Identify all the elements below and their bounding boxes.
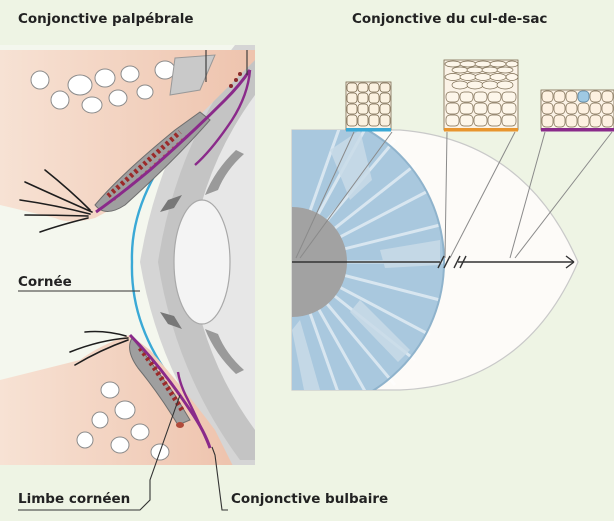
- epithelium-tile-blue: [345, 81, 392, 132]
- label-fornix-conjunctiva: Conjonctive du cul-de-sac: [352, 11, 547, 27]
- epithelium-tile-orange: [443, 59, 519, 132]
- goblet-cell: [577, 90, 590, 103]
- pupil: [292, 207, 347, 317]
- frontal-eye: [291, 59, 614, 391]
- label-palpebral-conjunctiva: Conjonctive palpébrale: [18, 11, 193, 27]
- axis-break-marks: [437, 255, 467, 269]
- lower-eyelid: [0, 330, 233, 465]
- label-limbus: Limbe cornéen: [18, 491, 130, 507]
- label-cornea: Cornée: [18, 274, 72, 290]
- lens: [173, 199, 231, 325]
- callout-lines: [295, 131, 613, 259]
- leader-lines-left: [18, 50, 248, 511]
- epithelium-tile-purple: [540, 89, 614, 132]
- iris: [292, 130, 444, 390]
- label-bulbar-conjunctiva: Conjonctive bulbaire: [231, 491, 388, 507]
- eye-cross-section: [0, 45, 255, 465]
- upper-eyelid: [0, 50, 255, 233]
